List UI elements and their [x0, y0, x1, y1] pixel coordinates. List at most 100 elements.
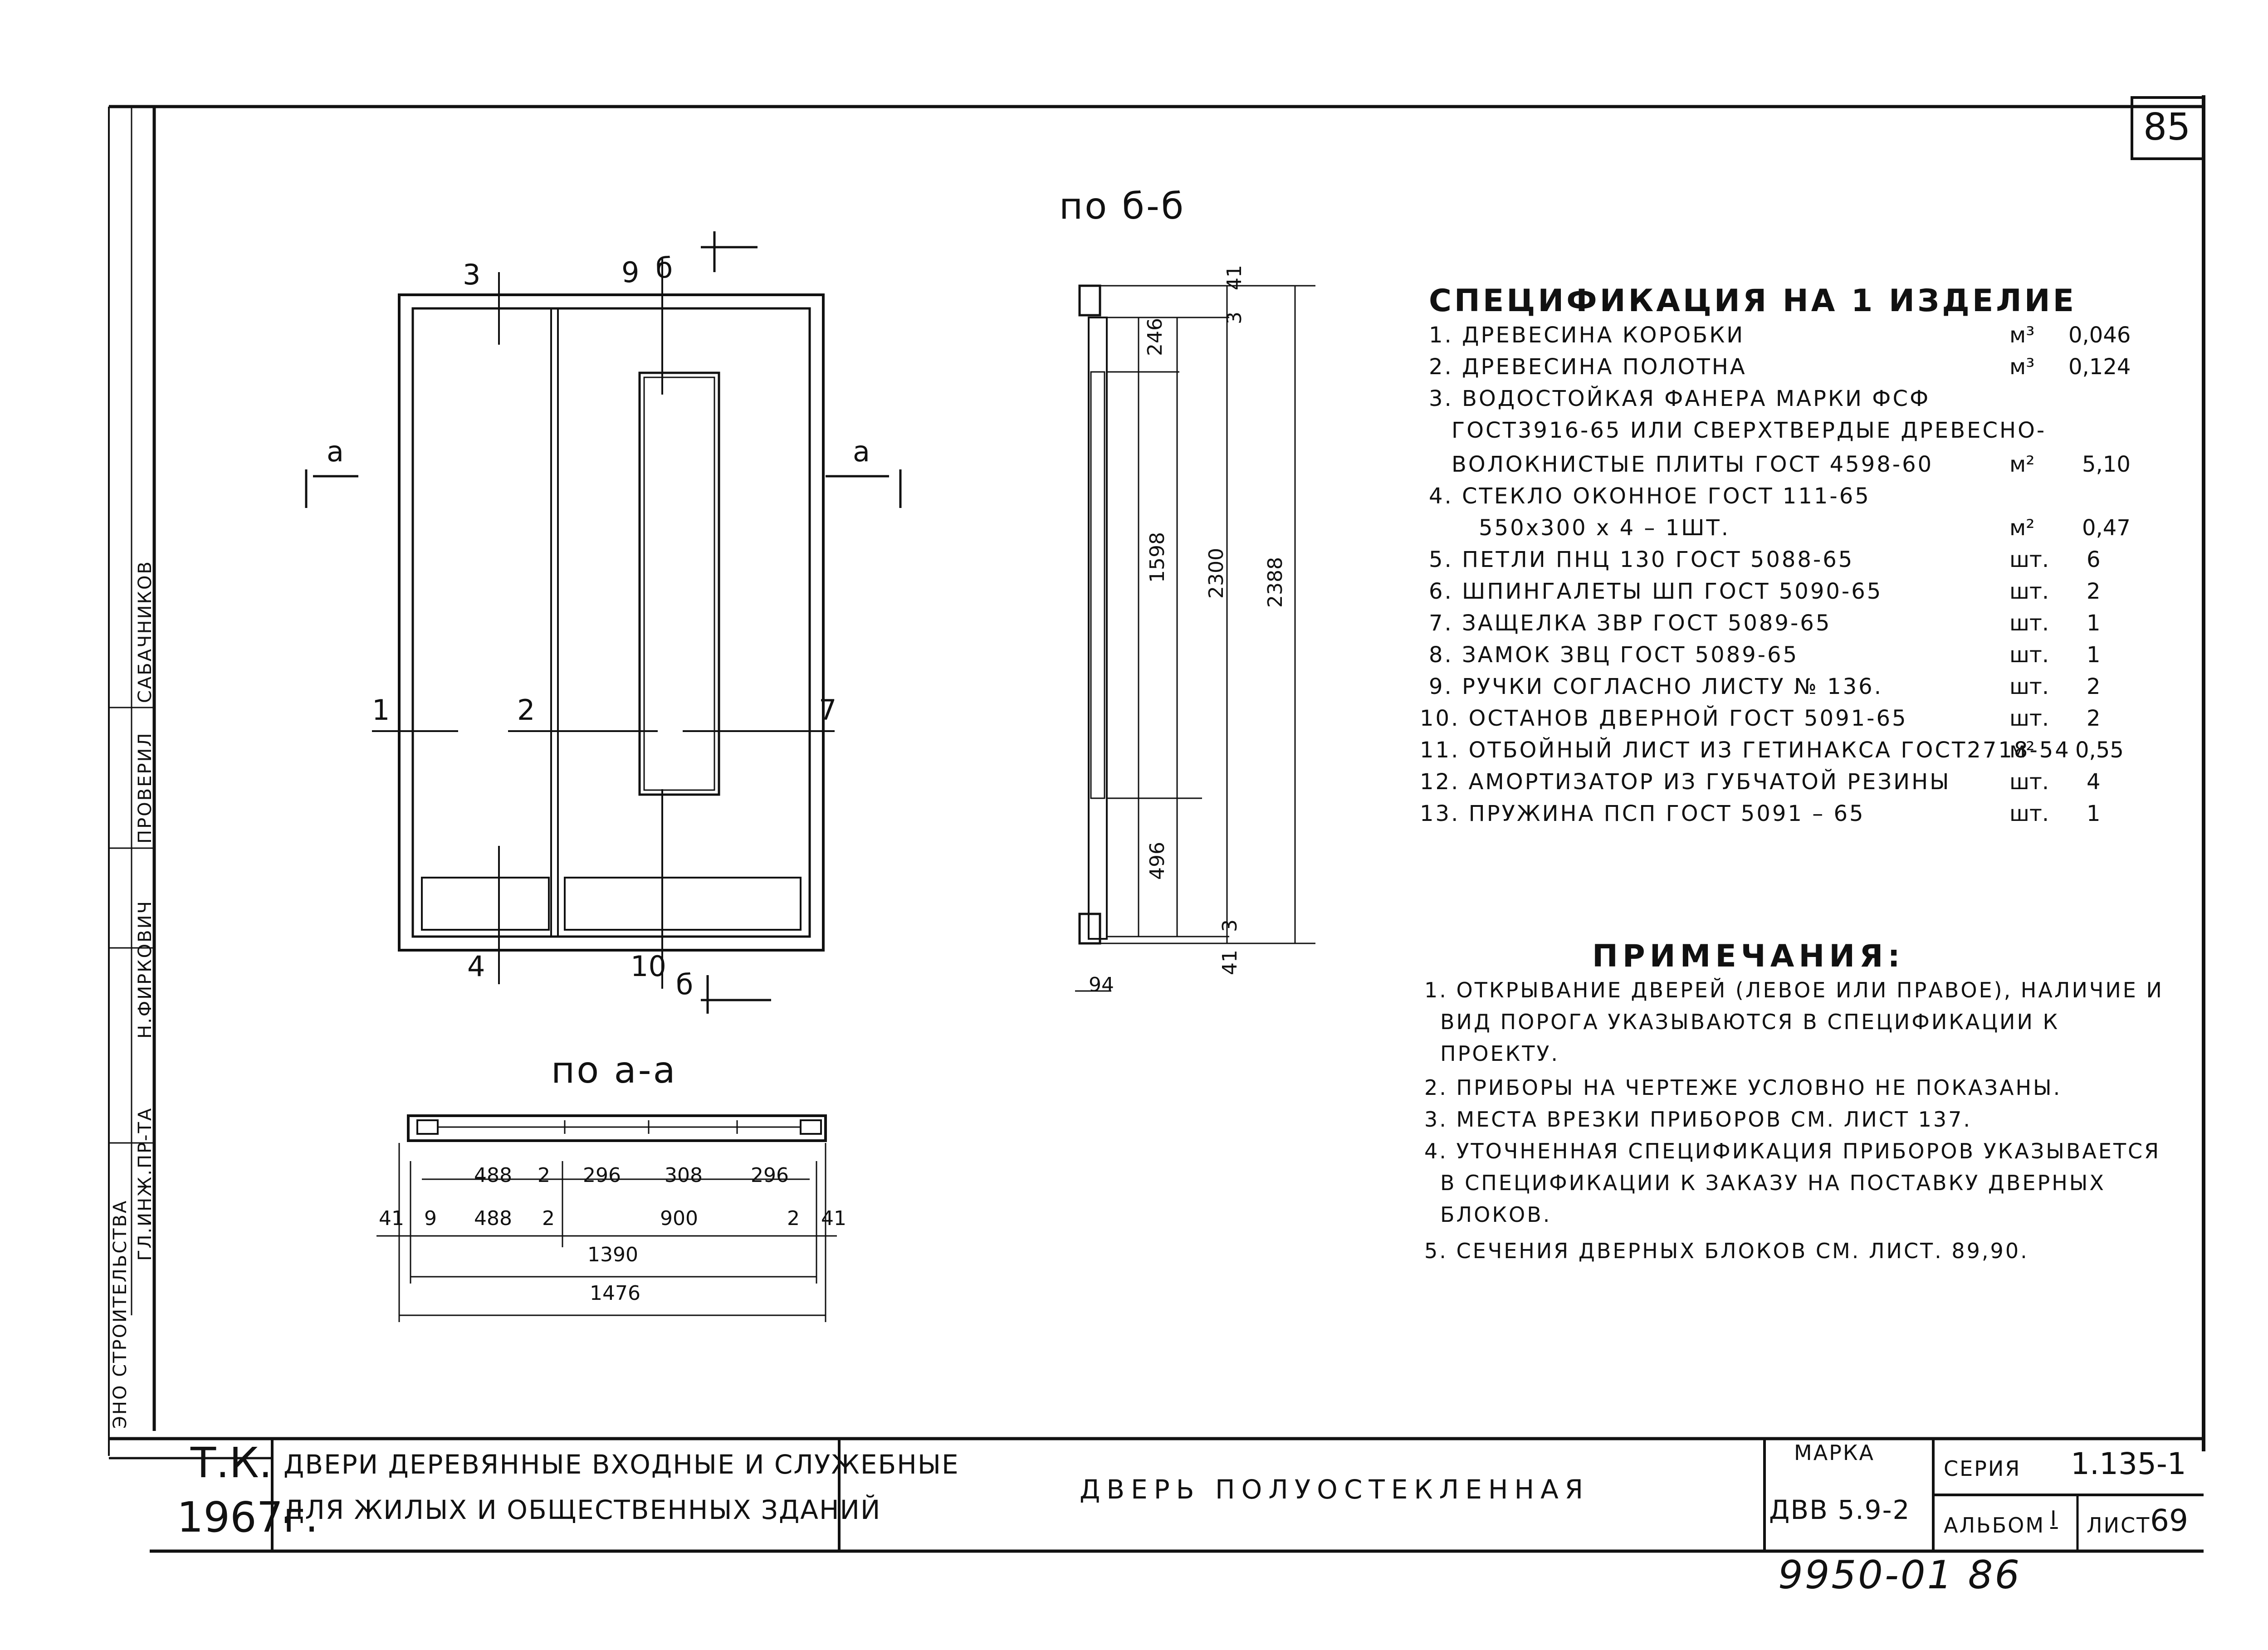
corner-sheet-number: 85 — [2143, 106, 2191, 149]
spec-unit: шт. — [2009, 642, 2049, 668]
dim-aa-r1-488: 488 — [474, 1164, 512, 1187]
spec-unit: шт. — [2009, 674, 2049, 699]
spec-qty: 0,47 — [2082, 515, 2131, 541]
spec-qty: 4 — [2087, 769, 2101, 795]
spec-qty: 1 — [2087, 642, 2101, 668]
spec-item-continued: ГОСТ3916-65 ИЛИ СВЕРХТВЕРДЫЕ ДРЕВЕСНО- — [1452, 418, 2047, 443]
section-aa-title: по а-а — [551, 1049, 677, 1091]
org-code: Т.К. — [191, 1439, 273, 1487]
dim-aa-r2-41-right: 41 — [821, 1207, 846, 1230]
drawing-title: ДВЕРЬ ПОЛУОСТЕКЛЕННАЯ — [1080, 1474, 1590, 1505]
marka-label: МАРКА — [1794, 1440, 1875, 1465]
spec-qty: 0,124 — [2068, 354, 2131, 380]
side-stamp-org: ЭНО СТРОИТЕЛЬСТВА — [110, 1199, 131, 1429]
dim-bb-94: 94 — [1089, 973, 1114, 996]
dim-aa-r2-9: 9 — [424, 1207, 437, 1230]
spec-item: 3. ВОДОСТОЙКАЯ ФАНЕРА МАРКИ ФСФ — [1429, 386, 1931, 411]
dim-aa-r2-488: 488 — [474, 1207, 512, 1230]
spec-item: 13. ПРУЖИНА ПСП ГОСТ 5091 – 65 — [1420, 801, 1865, 826]
spec-item: 8. ЗАМОК ЗВЦ ГОСТ 5089-65 — [1429, 642, 1799, 668]
spec-qty: 0,55 — [2075, 737, 2124, 763]
dim-bb-246: 246 — [1144, 318, 1167, 356]
handwritten-archive-note: 9950-01 86 — [1778, 1552, 2022, 1598]
dim-aa-1476: 1476 — [590, 1282, 640, 1305]
sheet-value: 69 — [2150, 1503, 2188, 1538]
dim-aa-r2-41-left: 41 — [379, 1207, 404, 1230]
dim-aa-r2-900: 900 — [660, 1207, 698, 1230]
callout-9: 9 — [621, 256, 640, 289]
spec-unit: м² — [2009, 515, 2035, 541]
spec-qty: 2 — [2087, 706, 2101, 731]
note-line: 4. УТОЧНЕННАЯ СПЕЦИФИКАЦИЯ ПРИБОРОВ УКАЗ… — [1424, 1139, 2161, 1163]
notes-title: ПРИМЕЧАНИЯ: — [1592, 938, 1905, 974]
dim-aa-r1-308: 308 — [665, 1164, 703, 1187]
spec-item: 12. АМОРТИЗАТОР ИЗ ГУБЧАТОЙ РЕЗИНЫ — [1420, 769, 1951, 795]
seria-value: 1.135-1 — [2071, 1446, 2186, 1481]
year: 1967г. — [177, 1493, 318, 1542]
note-line: ВИД ПОРОГА УКАЗЫВАЮТСЯ В СПЕЦИФИКАЦИИ К — [1440, 1010, 2060, 1034]
spec-item: 10. ОСТАНОВ ДВЕРНОЙ ГОСТ 5091-65 — [1420, 706, 1908, 731]
callout-4: 4 — [467, 950, 485, 983]
dim-aa-1390: 1390 — [587, 1243, 638, 1266]
spec-unit: м³ — [2009, 322, 2035, 348]
spec-item: 6. ШПИНГАЛЕТЫ ШП ГОСТ 5090-65 — [1429, 579, 1883, 604]
note-line: ПРОЕКТУ. — [1440, 1041, 1560, 1066]
spec-unit: шт. — [2009, 769, 2049, 795]
spec-item: 9. РУЧКИ СОГЛАСНО ЛИСТУ № 136. — [1429, 674, 1883, 699]
spec-unit: шт. — [2009, 801, 2049, 826]
cut-b-top-label: б — [655, 251, 673, 284]
spec-qty: 0,046 — [2068, 322, 2131, 348]
spec-unit: м² — [2009, 737, 2035, 763]
section-bb-title: по б-б — [1059, 185, 1186, 227]
series-title-line-2: ДЛЯ ЖИЛЫХ И ОБЩЕСТВЕННЫХ ЗДАНИЙ — [284, 1494, 881, 1525]
spec-qty: 2 — [2087, 674, 2101, 699]
spec-qty: 5,10 — [2082, 452, 2131, 477]
note-line: 1. ОТКРЫВАНИЕ ДВЕРЕЙ (ЛЕВОЕ ИЛИ ПРАВОЕ),… — [1424, 978, 2164, 1002]
callout-1: 1 — [372, 693, 390, 727]
dim-aa-r1-296a: 296 — [583, 1164, 621, 1187]
dim-bb-496: 496 — [1146, 842, 1169, 880]
dim-bb-41-top: 41 — [1223, 265, 1246, 290]
dim-aa-r2-2b: 2 — [787, 1207, 800, 1230]
album-value: I — [2050, 1506, 2058, 1531]
dim-bb-41-bottom: 41 — [1218, 950, 1242, 975]
seria-label: СЕРИЯ — [1944, 1456, 2021, 1481]
cut-a-right-label: а — [853, 435, 870, 468]
spec-qty: 6 — [2087, 547, 2101, 572]
spec-item: 7. ЗАЩЕЛКА ЗВР ГОСТ 5089-65 — [1429, 610, 1832, 636]
spec-unit: шт. — [2009, 547, 2049, 572]
spec-item: 5. ПЕТЛИ ПНЦ 130 ГОСТ 5088-65 — [1429, 547, 1854, 572]
callout-10: 10 — [631, 950, 666, 983]
callout-3: 3 — [463, 258, 481, 291]
spec-unit: м² — [2009, 452, 2035, 477]
sheet-label: ЛИСТ — [2087, 1513, 2151, 1538]
dim-bb-3-top: 3 — [1223, 312, 1246, 324]
dim-aa-r2-2a: 2 — [542, 1207, 555, 1230]
dim-aa-r1-2: 2 — [538, 1164, 550, 1187]
spec-qty: 1 — [2087, 610, 2101, 636]
side-stamp-label: Н.ФИРКОВИЧ — [135, 900, 156, 1039]
spec-item-continued: ВОЛОКНИСТЫЕ ПЛИТЫ ГОСТ 4598-60 — [1452, 452, 1934, 477]
callout-7: 7 — [819, 693, 837, 727]
spec-item: 4. СТЕКЛО ОКОННОЕ ГОСТ 111-65 — [1429, 483, 1871, 509]
side-stamp-label: ГЛ.ИНЖ.ПР-ТА — [135, 1107, 156, 1261]
specification-title: СПЕЦИФИКАЦИЯ НА 1 ИЗДЕЛИЕ — [1429, 283, 2077, 319]
cut-b-bottom-label: б — [676, 968, 694, 1001]
spec-item: 2. ДРЕВЕСИНА ПОЛОТНА — [1429, 354, 1747, 380]
dim-bb-2388: 2388 — [1264, 557, 1287, 608]
callout-2: 2 — [517, 693, 535, 727]
dim-bb-3-bottom: 3 — [1218, 919, 1242, 932]
series-title-line-1: ДВЕРИ ДЕРЕВЯННЫЕ ВХОДНЫЕ И СЛУЖЕБНЫЕ — [284, 1449, 959, 1480]
spec-qty: 1 — [2087, 801, 2101, 826]
note-line: 2. ПРИБОРЫ НА ЧЕРТЕЖЕ УСЛОВНО НЕ ПОКАЗАН… — [1424, 1075, 2062, 1100]
spec-qty: 2 — [2087, 579, 2101, 604]
note-line: 3. МЕСТА ВРЕЗКИ ПРИБОРОВ СМ. ЛИСТ 137. — [1424, 1107, 1972, 1132]
side-stamp-label: ПРОВЕРИЛ — [135, 732, 156, 844]
cut-a-left-label: а — [327, 435, 344, 468]
note-line: 5. СЕЧЕНИЯ ДВЕРНЫХ БЛОКОВ СМ. ЛИСТ. 89,9… — [1424, 1239, 2029, 1263]
dim-bb-1598: 1598 — [1146, 532, 1169, 583]
spec-item: 11. ОТБОЙНЫЙ ЛИСТ ИЗ ГЕТИНАКСА ГОСТ2718-… — [1420, 737, 2071, 763]
marka-value: ДВВ 5.9-2 — [1769, 1494, 1911, 1525]
